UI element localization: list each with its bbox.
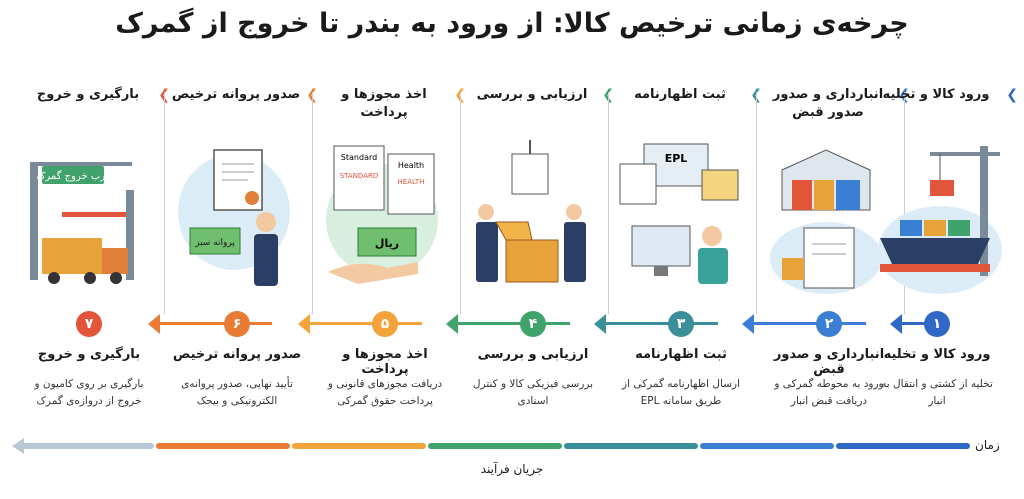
flow-label: جریان فرآیند bbox=[480, 462, 544, 476]
step-7: ❯ بارگیری و خروج درب خروج گمرک ۷ بارگیری… bbox=[22, 80, 170, 420]
step-subtitle: صدور پروانه ترخیص bbox=[172, 347, 302, 362]
step-2: ❯ انبارداری و صدور صدور قبض ۲ انبارداری … bbox=[762, 80, 910, 420]
step-subtitle: ورود کالا و تخلیه bbox=[883, 347, 991, 362]
step-3: ❯ ثبت اظهارنامه EPL ۳ ثبت اظهارنامه ارسا… bbox=[614, 80, 762, 420]
divider bbox=[756, 92, 757, 314]
step-connector bbox=[902, 322, 942, 325]
step-subtitle: بارگیری و خروج bbox=[37, 347, 141, 362]
green-permit-label: پروانه سبز bbox=[194, 238, 235, 248]
step-5: ❯ اخذ مجوزها و پرداخت Standard STANDARD … bbox=[318, 80, 466, 420]
ship-port-illustration bbox=[878, 146, 1002, 294]
divider bbox=[164, 92, 165, 314]
truck-gate-illustration: درب خروج گمرک bbox=[30, 162, 134, 284]
step-description: تأیید نهایی، صدور پروانه‌ی الکترونیکی و … bbox=[181, 378, 293, 407]
step-title: صدور پروانه ترخیص bbox=[171, 87, 301, 102]
step-connector bbox=[606, 322, 718, 325]
timeline-segment bbox=[292, 443, 426, 449]
step-title: اخذ مجوزها و پرداخت bbox=[341, 87, 427, 120]
step-title: ثبت اظهارنامه bbox=[634, 87, 726, 102]
health-label: Health bbox=[398, 161, 424, 170]
step-6: ❯ صدور پروانه ترخیص پروانه سبز ۶ صدور پر… bbox=[170, 80, 318, 420]
step-description: دریافت مجوزهای قانونی و پرداخت حقوق گمرک… bbox=[327, 378, 443, 407]
divider bbox=[608, 92, 609, 314]
step-description: بارگیری بر روی کامیون و خروج از دروازه‌ی… bbox=[34, 378, 144, 407]
step-1: ❯ ورود کالا و تخلیه ۱ ورود کالا و تخلیه … bbox=[870, 80, 1018, 420]
standard-stamp: STANDARD bbox=[340, 172, 379, 180]
timeline-segment bbox=[700, 443, 834, 449]
step-subtitle: ثبت اظهارنامه bbox=[635, 347, 727, 362]
step-number-badge: ۴ bbox=[520, 311, 546, 337]
declaration-illustration: EPL bbox=[619, 143, 739, 284]
step-connector bbox=[160, 322, 272, 325]
timeline-segment bbox=[836, 443, 970, 449]
chevron-icon: ❯ bbox=[1006, 87, 1018, 103]
step-title: بارگیری و خروج bbox=[36, 87, 140, 102]
health-stamp: HEALTH bbox=[398, 178, 425, 186]
divider bbox=[904, 92, 905, 314]
flow-arrow bbox=[148, 314, 160, 334]
step-title: انبارداری و صدور صدور قبض bbox=[772, 87, 884, 120]
page-title: چرخه‌ی زمانی ترخیص کالا: از ورود به بندر… bbox=[115, 8, 909, 39]
step-title: ارزیابی و بررسی bbox=[476, 87, 588, 102]
steps-container: ❯ بارگیری و خروج درب خروج گمرک ۷ بارگیری… bbox=[22, 80, 1018, 420]
divider bbox=[460, 92, 461, 314]
step-description: تخلیه از کشتی و انتقال به انبار bbox=[881, 378, 993, 407]
flow-arrow bbox=[594, 314, 606, 334]
step-number-badge: ۶ bbox=[224, 311, 250, 337]
step-4: ❯ ارزیابی و بررسی ۴ ارزیابی و بررسی بررس… bbox=[466, 80, 614, 420]
timeline-bar bbox=[12, 436, 970, 456]
gate-sign: درب خروج گمرک bbox=[36, 170, 109, 182]
step-number-badge: ۳ bbox=[668, 311, 694, 337]
money-label: ریال bbox=[375, 237, 399, 250]
flow-arrow bbox=[298, 314, 310, 334]
timeline-segment bbox=[20, 443, 154, 449]
flow-arrow bbox=[446, 314, 458, 334]
divider bbox=[312, 92, 313, 314]
timeline-segment bbox=[156, 443, 290, 449]
inspection-illustration bbox=[476, 140, 586, 283]
step-subtitle: انبارداری و صدور قبض bbox=[773, 347, 885, 377]
timeline-segment bbox=[564, 443, 698, 449]
step-number-badge: ۱ bbox=[924, 311, 950, 337]
standard-label: Standard bbox=[341, 153, 377, 162]
timeline-arrowhead bbox=[12, 438, 24, 454]
step-description: بررسی فیزیکی کالا و کنترل اسنادی bbox=[472, 378, 594, 407]
step-subtitle: ارزیابی و بررسی bbox=[477, 347, 589, 362]
step-connector bbox=[754, 322, 866, 325]
step-title: ورود کالا و تخلیه bbox=[882, 87, 990, 102]
step-description: ورود به محوطه گمرکی و دریافت قبض انبار bbox=[774, 378, 884, 407]
epl-label: EPL bbox=[665, 152, 688, 165]
timeline-segment bbox=[428, 443, 562, 449]
step-subtitle: اخذ مجوزها و پرداخت bbox=[342, 347, 428, 377]
payment-illustration: Standard STANDARD Health HEALTH ریال bbox=[326, 145, 438, 284]
flow-arrow bbox=[890, 314, 902, 334]
warehouse-illustration bbox=[770, 149, 882, 294]
step-connector bbox=[458, 322, 570, 325]
step-number-badge: ۷ bbox=[76, 311, 102, 337]
step-number-badge: ۵ bbox=[372, 311, 398, 337]
permit-illustration: پروانه سبز bbox=[178, 149, 290, 286]
step-description: ارسال اظهارنامه گمرکی از طریق سامانه EPL bbox=[622, 378, 740, 407]
step-number-badge: ۲ bbox=[816, 311, 842, 337]
step-connector bbox=[310, 322, 422, 325]
flow-arrow bbox=[742, 314, 754, 334]
time-label: زمان bbox=[975, 438, 1000, 452]
